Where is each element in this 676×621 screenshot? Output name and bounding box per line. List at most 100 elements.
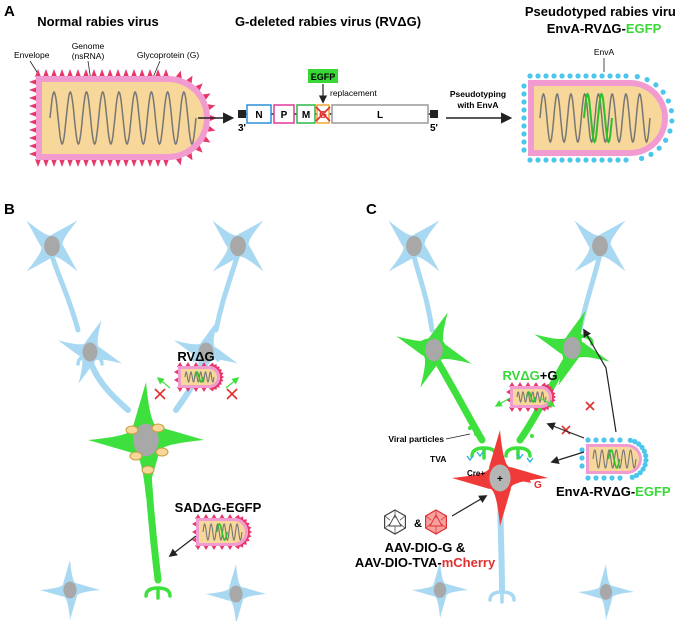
panel-b-starter-neuron: [88, 382, 204, 498]
intracellular-particle: [129, 451, 143, 461]
axon: [87, 357, 131, 413]
panel-c-top-left-neuron-nucleus: [406, 235, 422, 257]
panel-c-mid-right-neuron-nucleus: [563, 336, 581, 360]
arrow: [225, 377, 240, 389]
panel-b-mid-right-neuron-nucleus: [198, 342, 214, 362]
three-prime-label: 3': [238, 123, 246, 134]
egfp-label: EGFP: [311, 72, 336, 82]
panel-b-top-left-neuron: [26, 220, 78, 272]
panel-c-rvdg-label: RVΔG+G: [503, 368, 558, 383]
panel-b-sad-label: SADΔG-EGFP: [175, 500, 262, 515]
released-particle: [468, 426, 472, 430]
panel-label-c: C: [366, 201, 377, 218]
replacement-label: replacement: [330, 88, 377, 98]
block-cross: [226, 388, 238, 400]
axon: [428, 348, 486, 444]
deleted-virus-title: G-deleted rabies virus (RVΔG): [235, 14, 421, 29]
gene-label-l: L: [377, 110, 383, 121]
egfp-box: [308, 69, 338, 83]
pseudotyped-title-line2: EnvA-RVΔG-EGFP: [547, 21, 662, 36]
arrow: [550, 451, 585, 465]
panel-b-mid-left-neuron: [58, 320, 122, 384]
tva-label: TVA: [430, 454, 446, 464]
panel-c-mid-left-neuron: [396, 312, 472, 388]
gene-label-m: M: [302, 110, 310, 121]
released-particle: [518, 436, 522, 440]
panel-b-bottom-left-neuron-nucleus: [63, 581, 77, 599]
gene-label-n: N: [255, 110, 262, 121]
block-cross: [154, 388, 166, 400]
arrow: [494, 397, 511, 407]
gene-label-p: P: [281, 110, 288, 121]
egfp-coil-segment: [583, 92, 613, 144]
gene-box-l: [331, 104, 429, 124]
pseudotyped-virus-particle: [521, 73, 675, 163]
panel-c-bottom-left-neuron: [412, 562, 468, 618]
arrow: [521, 475, 532, 483]
panel-c-starter-neuron-nucleus: [489, 464, 511, 492]
pseudotyped-genome-coil: [539, 92, 651, 144]
panel-b-top-right-neuron: [212, 220, 264, 272]
normal-virus-particle: [29, 69, 217, 167]
panel-b-rvdg-label: RVΔG: [177, 349, 214, 364]
panel-b-sad-virus: [192, 514, 252, 550]
enva-label: EnvA: [594, 47, 615, 57]
panel-c-top-right-neuron: [574, 220, 626, 272]
panel-b-mid-right-neuron: [174, 320, 238, 384]
normal-virus-title: Normal rabies virus: [37, 14, 158, 29]
tva-receptor: [466, 455, 474, 462]
released-particle: [474, 432, 478, 436]
panel-c-rvdg-g-virus: [506, 382, 556, 412]
panel-b-bottom-right-neuron: [206, 564, 266, 621]
arrow: [168, 535, 197, 558]
axon: [411, 253, 435, 333]
genome-coil: [49, 90, 197, 146]
panel-b-mid-left-neuron-nucleus: [82, 342, 98, 362]
panel-b-top-left-neuron-nucleus: [44, 235, 60, 257]
g-protein-label: G: [534, 480, 542, 491]
arrow: [583, 328, 617, 433]
panel-b-bottom-left-neuron: [40, 560, 100, 620]
enva-rvdg-label: EnvA-RVΔG-EGFP: [556, 484, 671, 499]
glycoprotein-label: Glycoprotein (G): [137, 50, 200, 60]
panel-c-mid-left-neuron-nucleus: [425, 338, 443, 362]
arrow: [546, 422, 585, 439]
panel-c-top-left-neuron: [388, 220, 440, 272]
panel-c-bottom-right-neuron: [578, 564, 634, 620]
five-prime-label: 5': [430, 123, 438, 134]
panel-c-circuit: +: [384, 220, 649, 620]
pseudotyping-label-line2: with EnvA: [456, 100, 498, 110]
panel-b-rvdg-virus: [174, 362, 224, 392]
panel-c-enva-virus: [579, 437, 649, 481]
ampersand-label: &: [414, 518, 422, 530]
panel-b-starter-neuron-nucleus: [133, 423, 159, 457]
genome-label-line2: (nsRNA): [72, 51, 105, 61]
enva-proteins: [521, 73, 675, 163]
intracellular-particle: [155, 447, 169, 457]
arrow: [451, 495, 488, 517]
envelope-label: Envelope: [14, 50, 50, 60]
panel-label-b: B: [4, 201, 15, 218]
panel-c-mid-right-neuron: [534, 310, 610, 386]
panel-c-bottom-right-neuron-nucleus: [599, 584, 613, 600]
arrow: [539, 397, 556, 407]
panel-c-starter-neuron: [452, 430, 548, 526]
glycoprotein-spikes: [29, 69, 217, 167]
released-particle: [480, 436, 484, 440]
tva-receptor: [476, 451, 484, 458]
panel-c-top-right-neuron-nucleus: [592, 235, 608, 257]
axon-terminal: [488, 590, 516, 604]
panel-b-bottom-right-neuron-nucleus: [229, 585, 243, 603]
gene-box-p: [273, 104, 295, 124]
axon: [49, 253, 81, 333]
aav-dio-g-icon: [384, 509, 406, 535]
tva-receptor: [526, 457, 534, 464]
aav-dio-tva-mcherry-icon: [425, 509, 447, 535]
pseudotyped-title-line1: Pseudotyped rabies virus: [525, 4, 676, 19]
panel-b-top-right-neuron-nucleus: [230, 235, 246, 257]
aav-label-line2: AAV-DIO-TVA-mCherry: [355, 555, 496, 570]
intracellular-particle: [125, 425, 139, 435]
panel-b-circuit: [26, 220, 266, 621]
